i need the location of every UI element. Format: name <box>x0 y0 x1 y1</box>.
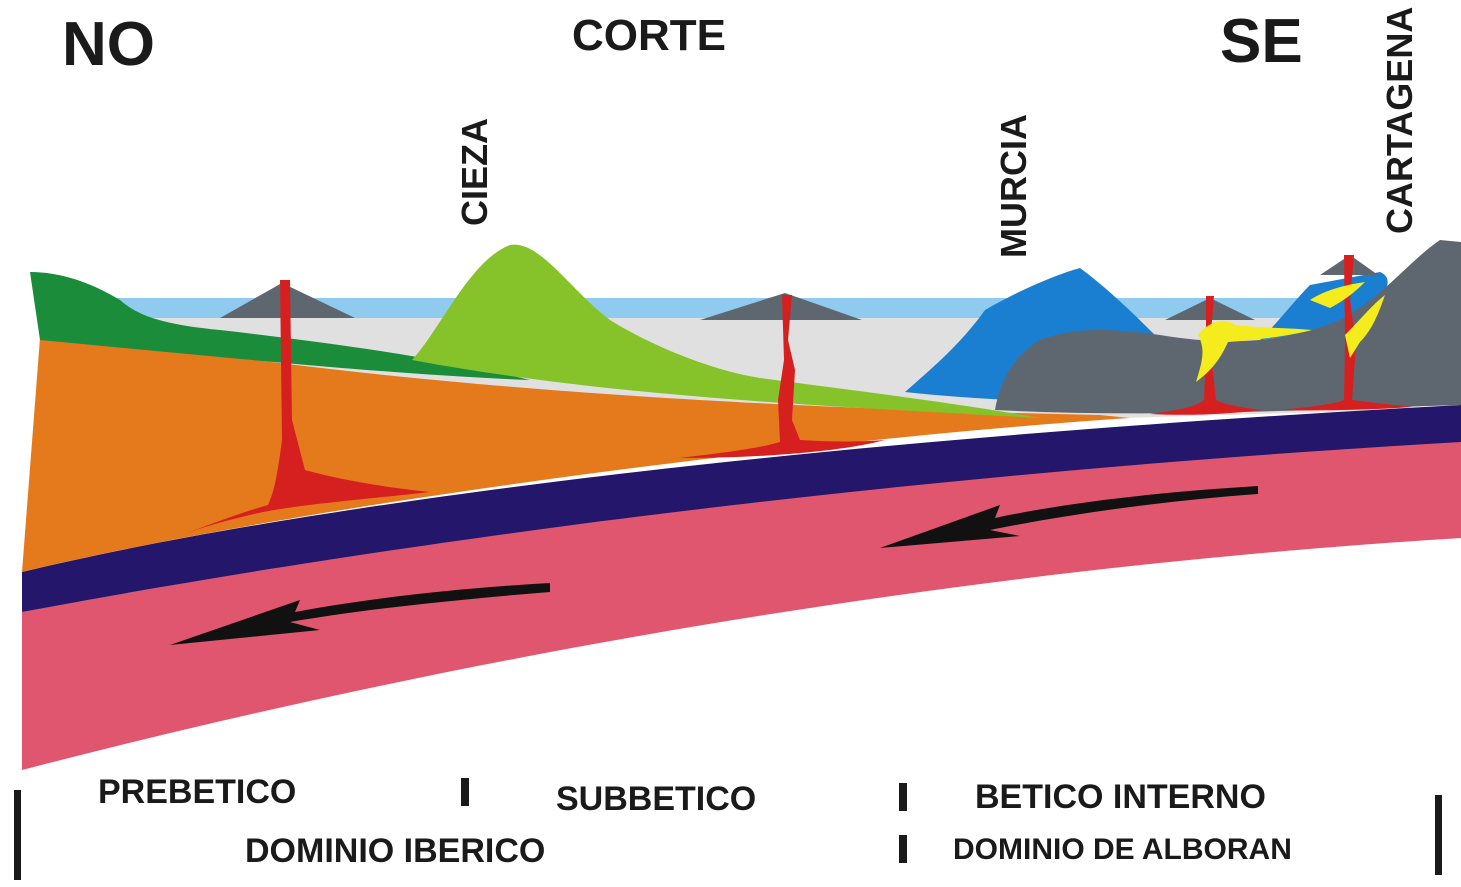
magma-conduit <box>1280 255 1412 411</box>
alboran-grey-layer <box>995 240 1461 414</box>
direction-label-no: NO <box>62 10 155 79</box>
place-label-cieza: CIEZA <box>454 118 495 226</box>
separator-prebetico-subbetico <box>461 778 469 806</box>
arrow-left-icon <box>170 583 550 645</box>
place-label-murcia: MURCIA <box>993 114 1034 258</box>
lithospheric-slab-layer <box>22 405 1461 612</box>
direction-label-se: SE <box>1220 7 1303 76</box>
yellow-magma-body <box>1196 321 1312 382</box>
boundary-bar-right <box>1435 795 1442 875</box>
domain-label-dominio-alboran: DOMINIO DE ALBORAN <box>953 833 1292 866</box>
subduction-arrows <box>170 486 1258 645</box>
domain-label-betico-interno: BETICO INTERNO <box>975 778 1266 816</box>
yellow-magma-bodies <box>1196 282 1385 382</box>
yellow-magma-body <box>1310 282 1365 308</box>
iberian-crust-layer <box>22 338 1130 572</box>
separator-iberico-alboran <box>899 835 907 863</box>
mantle-layer <box>22 440 1461 770</box>
domain-separators <box>14 778 1442 880</box>
domain-label-dominio-iberico: DOMINIO IBERICO <box>245 832 545 870</box>
place-label-cartagena: CARTAGENA <box>1379 7 1420 234</box>
subbetic-layer <box>412 244 1040 418</box>
separator-subbetico-betico <box>899 783 907 811</box>
domain-label-subbetico: SUBBETICO <box>556 780 756 818</box>
magma-conduit <box>180 280 430 536</box>
magma-conduit <box>680 295 885 458</box>
yellow-magma-body <box>1345 295 1385 358</box>
volcano-cone <box>700 293 862 320</box>
arrow-left-icon <box>880 486 1258 548</box>
diagram-title: CORTE <box>572 11 726 60</box>
boundary-bar-left <box>14 790 21 880</box>
domain-label-prebetico: PREBETICO <box>98 773 296 811</box>
